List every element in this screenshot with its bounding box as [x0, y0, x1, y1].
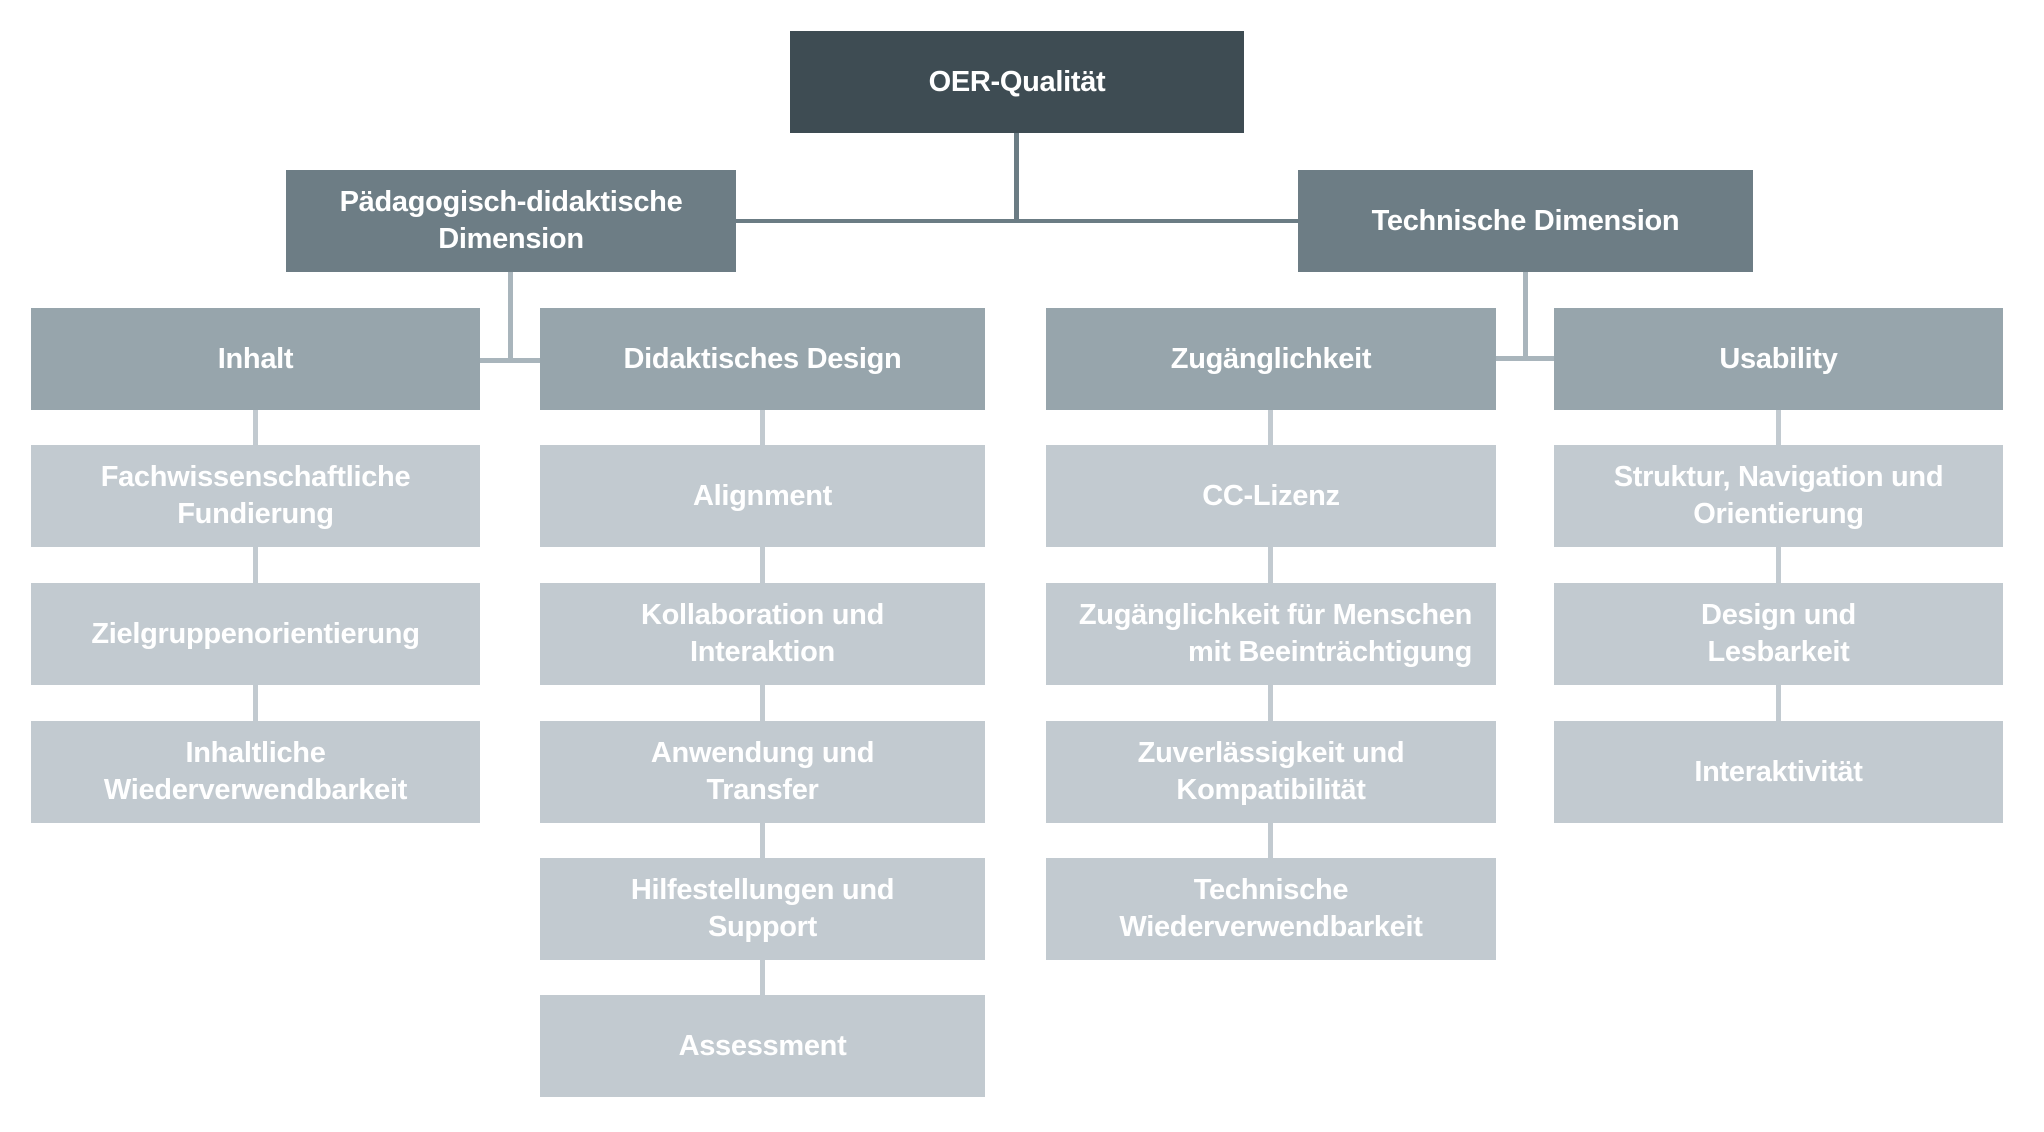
connector-didaktisches-item-2: [760, 547, 765, 583]
connector-didaktisches-item-1: [760, 410, 765, 445]
node-cc-lizenz: CC-Lizenz: [1046, 445, 1496, 547]
connector-zugaenglichkeit-item-4: [1268, 823, 1273, 858]
node-zielgruppenorientierung: Zielgruppenorientierung: [31, 583, 480, 685]
connector-technische-stem: [1523, 272, 1528, 361]
node-didaktisches-design: Didaktisches Design: [540, 308, 985, 410]
connector-paedagogisch-crossbar: [480, 358, 540, 363]
connector-didaktisches-item-4: [760, 823, 765, 858]
connector-root-stem: [1014, 133, 1019, 223]
node-technische-wiederverwendbarkeit: Technische Wiederverwendbarkeit: [1046, 858, 1496, 960]
connector-inhalt-item-2: [253, 547, 258, 583]
node-alignment: Alignment: [540, 445, 985, 547]
connector-didaktisches-item-5: [760, 960, 765, 995]
node-assessment: Assessment: [540, 995, 985, 1097]
node-kollaboration-und-interaktion: Kollaboration und Interaktion: [540, 583, 985, 685]
node-design-und-lesbarkeit: Design und Lesbarkeit: [1554, 583, 2003, 685]
connector-root-crossbar: [736, 219, 1298, 223]
connector-usability-item-2: [1776, 547, 1781, 583]
connector-technische-crossbar: [1496, 356, 1554, 361]
node-struktur-navigation-orientierung: Struktur, Navigation und Orientierung: [1554, 445, 2003, 547]
node-hilfestellungen-und-support: Hilfestellungen und Support: [540, 858, 985, 960]
node-inhalt: Inhalt: [31, 308, 480, 410]
connector-inhalt-item-3: [253, 685, 258, 721]
node-zuverlaessigkeit-und-kompatibilitaet: Zuverlässigkeit und Kompatibilität: [1046, 721, 1496, 823]
node-zugaenglichkeit-beeintraechtigung: Zugänglichkeit für Menschen mit Beeinträ…: [1046, 583, 1496, 685]
node-inhaltliche-wiederverwendbarkeit: Inhaltliche Wiederverwendbarkeit: [31, 721, 480, 823]
node-technische-dimension: Technische Dimension: [1298, 170, 1753, 272]
node-fachwissenschaftliche-fundierung: Fachwissenschaftliche Fundierung: [31, 445, 480, 547]
node-oer-qualitaet: OER-Qualität: [790, 31, 1244, 133]
node-anwendung-und-transfer: Anwendung und Transfer: [540, 721, 985, 823]
connector-zugaenglichkeit-item-3: [1268, 685, 1273, 721]
node-usability: Usability: [1554, 308, 2003, 410]
connector-inhalt-item-1: [253, 410, 258, 445]
connector-usability-item-3: [1776, 685, 1781, 721]
node-zugaenglichkeit: Zugänglichkeit: [1046, 308, 1496, 410]
node-interaktivitaet: Interaktivität: [1554, 721, 2003, 823]
connector-paedagogisch-stem: [508, 272, 513, 363]
connector-zugaenglichkeit-item-1: [1268, 410, 1273, 445]
node-paedagogisch-didaktische-dimension: Pädagogisch-didaktische Dimension: [286, 170, 736, 272]
connector-usability-item-1: [1776, 410, 1781, 445]
connector-didaktisches-item-3: [760, 685, 765, 721]
connector-zugaenglichkeit-item-2: [1268, 547, 1273, 583]
